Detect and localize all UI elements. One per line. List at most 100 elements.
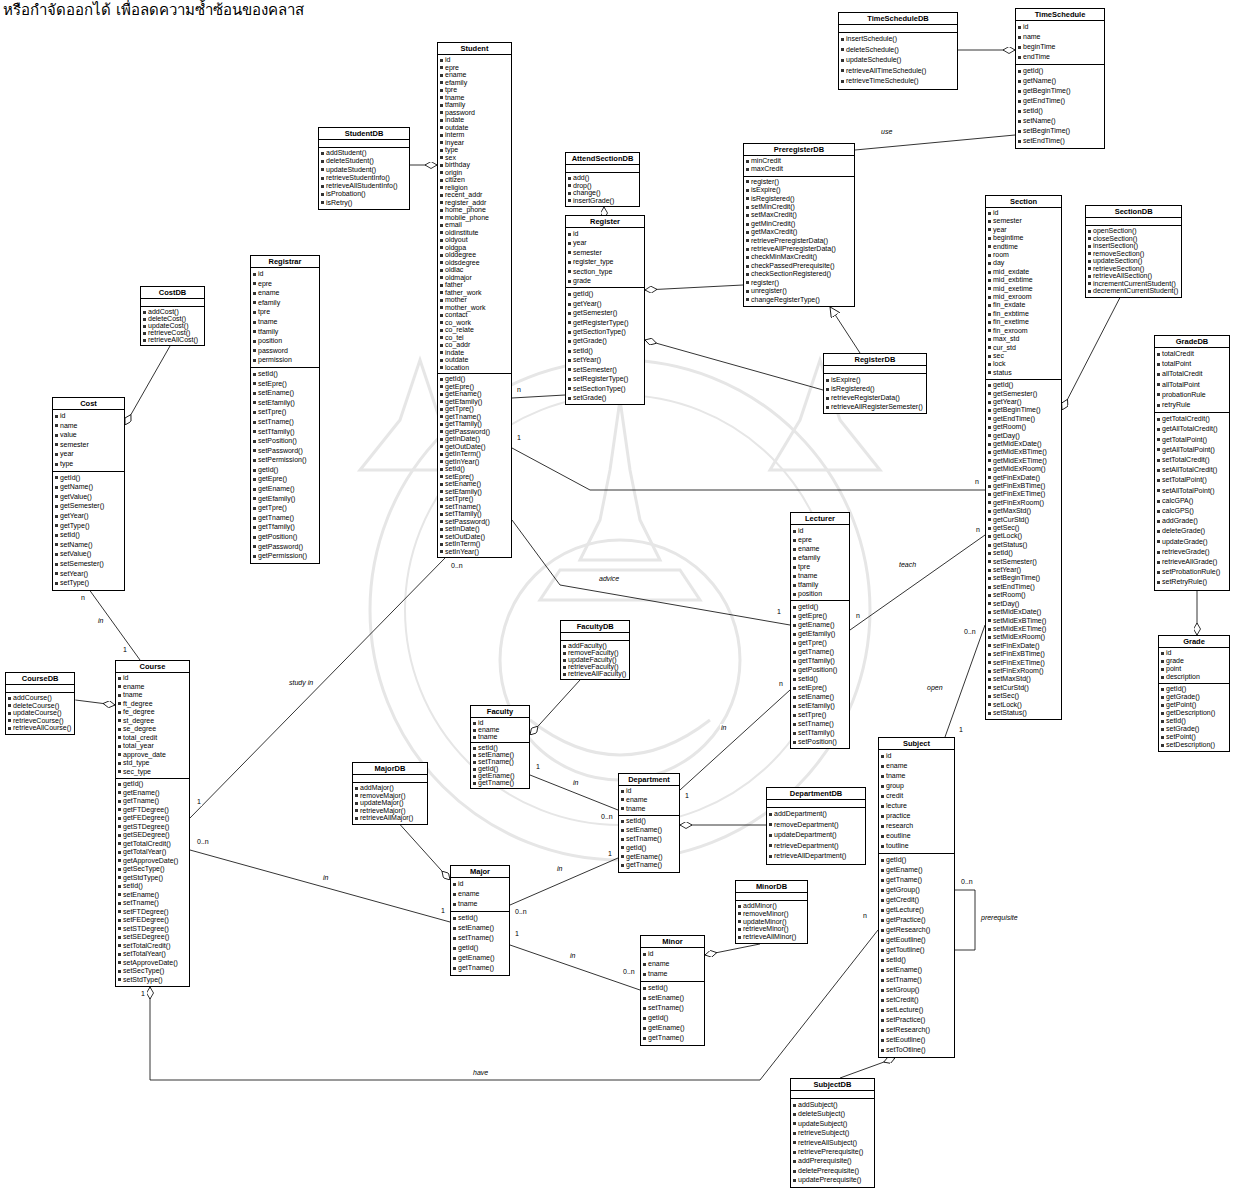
operation: setEndTime() <box>1018 136 1101 146</box>
attribute: recent_addr <box>440 191 508 199</box>
operation: retrieveAllCost() <box>143 336 201 343</box>
operation: getEname() <box>440 390 508 398</box>
class-box: Sectionidsemesteryearbegintimeendtimeroo… <box>985 195 1062 720</box>
operation: setFinExBTime() <box>988 650 1058 658</box>
attribute: fin_exetime <box>988 318 1058 326</box>
attribute: oldinstitute <box>440 229 508 237</box>
attribute: ename <box>621 796 676 805</box>
operation-compartment: setId()setEname()setTname()getId()getEna… <box>471 742 529 788</box>
operation: removeDepartment() <box>769 820 862 831</box>
operation: setInTerm() <box>440 540 508 548</box>
name-compartment: Register <box>566 216 644 227</box>
association-line <box>680 690 790 790</box>
name-compartment: SubjectDB <box>791 1079 874 1090</box>
operation: removeMinor() <box>738 910 804 918</box>
association-line <box>850 535 985 630</box>
class-box: TimeScheduleDBinsertSchedule()deleteSche… <box>838 12 958 90</box>
operation: getSecType() <box>118 865 186 874</box>
class-box: Courseidenametnameft_degreefe_degreest_d… <box>115 660 190 987</box>
attribute: oldlac <box>440 266 508 274</box>
attribute-compartment: totalCredittotalPointallTotalCreditallTo… <box>1155 347 1229 412</box>
operation: setSemester() <box>988 558 1058 566</box>
operation: setCurStd() <box>988 684 1058 692</box>
operation: retrieveFaculty() <box>563 663 626 670</box>
multiplicity: n <box>855 612 861 620</box>
operation: getEname() <box>643 1023 701 1033</box>
multiplicity: n <box>862 912 868 920</box>
attribute: tname <box>881 771 951 781</box>
operation: setValue() <box>55 549 121 559</box>
operation: setMidExRoom() <box>988 633 1058 641</box>
operation: deleteStudent() <box>321 157 406 165</box>
operation: addStudent() <box>321 149 406 157</box>
operation: updateSection() <box>1088 257 1178 265</box>
operation: getId() <box>453 943 506 953</box>
class-box: Registeridyearsemesterregister_typesecti… <box>565 215 645 405</box>
operation: setEname() <box>621 826 676 835</box>
operation: getBeginTime() <box>988 406 1058 414</box>
attribute: id <box>621 787 676 796</box>
operation: retrieveAllSubject() <box>793 1138 871 1147</box>
name-compartment: StudentDB <box>319 128 409 139</box>
class-box: TimeScheduleidnamebeginTimeendTimegetId(… <box>1015 8 1105 149</box>
operation: setDay() <box>988 600 1058 608</box>
class-box: AttendSectionDBadd()drop()change()insert… <box>565 152 640 207</box>
association-line <box>680 825 766 826</box>
operation: getTname() <box>643 1033 701 1043</box>
operation: retrieveAllRegisterSemester() <box>826 402 923 411</box>
operation: getEname() <box>881 865 951 875</box>
operation: insertSchedule() <box>841 34 954 45</box>
class-name: Faculty <box>474 707 526 716</box>
watermark-ring <box>500 540 740 780</box>
operation: setSecType() <box>118 967 186 976</box>
operation: setTpre() <box>440 495 508 503</box>
watermark-ring <box>405 395 835 825</box>
multiplicity: 0..n <box>600 813 614 821</box>
operation: setMidExETime() <box>988 625 1058 633</box>
name-compartment: RegisterDB <box>824 354 926 365</box>
class-box: Lectureridepreenameefamilytpretnametfami… <box>790 512 850 749</box>
edge-label: in <box>97 617 104 625</box>
name-compartment: MinorDB <box>736 881 807 892</box>
operation: getPosition() <box>253 532 316 542</box>
name-compartment: CourseDB <box>6 673 74 684</box>
operation: addGrade() <box>1157 516 1226 526</box>
attribute: group <box>881 781 951 791</box>
operation: add() <box>568 174 636 182</box>
operation: setEfamily() <box>440 488 508 496</box>
operation: updatePrerequisite() <box>793 1175 871 1184</box>
attribute: minCredit <box>746 157 851 165</box>
class-box: MinorDBaddMinor()removeMinor()updateMino… <box>735 880 808 944</box>
operation: setStdType() <box>118 976 186 985</box>
operation: isExpire() <box>826 375 923 384</box>
operation: setCredit() <box>881 995 951 1005</box>
operation: setEname() <box>473 751 526 758</box>
operation: setMidExBTime() <box>988 617 1058 625</box>
attribute-compartment: idepreenameefamilytpretnametfamilypositi… <box>251 267 319 367</box>
operation: setMaxCredit() <box>746 211 851 219</box>
operation: setId() <box>453 913 506 923</box>
operation: getResearch() <box>881 925 951 935</box>
class-name: MinorDB <box>739 882 804 891</box>
operation: setLock() <box>988 701 1058 709</box>
attribute: password <box>440 109 508 117</box>
operation: retrieveAllPreregisterData() <box>746 245 851 253</box>
operation: retrieveCourse() <box>8 717 71 725</box>
class-name: Register <box>569 217 641 226</box>
attribute-compartment <box>736 892 807 900</box>
class-name: TimeScheduleDB <box>842 14 954 23</box>
operation: setId() <box>793 674 846 683</box>
operation: updateCost() <box>143 322 201 329</box>
operation-compartment: getId()getName()getValue()getSemester()g… <box>53 471 124 590</box>
attribute: id <box>253 269 316 279</box>
operation-compartment: register()isExpire()isRegistered()setMin… <box>744 176 854 306</box>
operation: setRegisterType() <box>568 374 641 383</box>
operation: getYear() <box>988 398 1058 406</box>
association-line <box>510 945 640 990</box>
attribute: efamily <box>793 553 846 562</box>
operation: setEname() <box>253 388 316 398</box>
class-name: StudentDB <box>322 129 406 138</box>
multiplicity: n <box>516 386 522 394</box>
attribute: description <box>1161 673 1226 681</box>
operation: addMinor() <box>738 902 804 910</box>
